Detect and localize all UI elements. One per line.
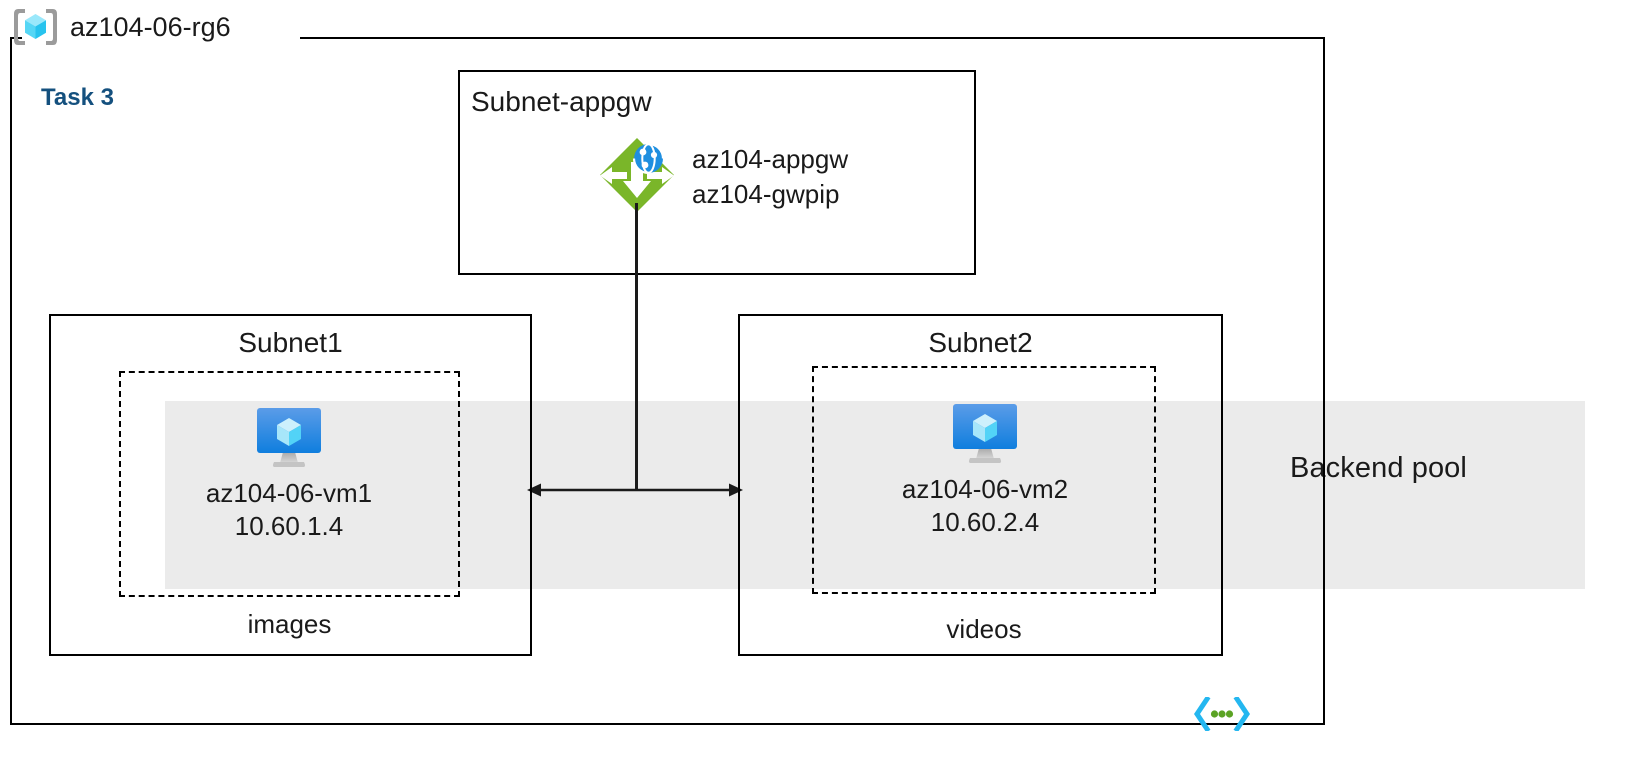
virtual-machine-icon bbox=[250, 408, 328, 476]
appgw-pip-line: az104-gwpip bbox=[692, 178, 840, 209]
subnet2-vm-scope-box bbox=[812, 366, 1156, 594]
vm2-ip: 10.60.2.4 bbox=[930, 507, 1040, 538]
subnet1-tier-label: images bbox=[247, 609, 332, 639]
subnet1-vm-scope-box bbox=[119, 371, 460, 597]
subnet2-box bbox=[738, 314, 1223, 656]
subnet-appgw-box bbox=[458, 70, 976, 275]
vm1-name: az104-06-vm1 bbox=[205, 478, 373, 508]
vm2-block: az104-06-vm2 10.60.2.4 bbox=[866, 400, 1104, 539]
resource-group-name: az104-06-rg6 bbox=[70, 11, 231, 42]
subnet2-tier-label: videos bbox=[946, 614, 1022, 644]
appgw-name-line: az104-appgw bbox=[692, 144, 849, 174]
connector-subnet1-subnet2 bbox=[525, 477, 745, 508]
subnet-appgw-title: Subnet-appgw bbox=[471, 86, 652, 117]
vm2-name: az104-06-vm2 bbox=[901, 474, 1069, 504]
subnet2-title: Subnet2 bbox=[928, 327, 1033, 358]
application-gateway-labels: az104-appgw az104-gwpip bbox=[692, 136, 848, 211]
backend-pool-label: Backend pool bbox=[1290, 452, 1467, 484]
application-gateway-node: az104-appgw az104-gwpip bbox=[598, 136, 848, 214]
task-label: Task 3 bbox=[41, 84, 114, 111]
application-gateway-icon bbox=[598, 136, 676, 214]
subnet1-title: Subnet1 bbox=[238, 327, 343, 358]
resource-group-boundary bbox=[10, 37, 1325, 725]
vm1-ip: 10.60.1.4 bbox=[234, 511, 344, 542]
subnet1-box bbox=[49, 314, 532, 656]
connector-appgw-to-subnets bbox=[635, 203, 638, 490]
virtual-network-icon bbox=[1193, 695, 1251, 733]
resource-group-icon bbox=[12, 6, 59, 48]
backend-pool-band bbox=[165, 401, 1585, 589]
resource-group-header: az104-06-rg6 bbox=[12, 6, 231, 48]
vm1-block: az104-06-vm1 10.60.1.4 bbox=[170, 404, 408, 543]
virtual-machine-icon bbox=[946, 404, 1024, 472]
resource-group-title-mask bbox=[22, 26, 300, 50]
